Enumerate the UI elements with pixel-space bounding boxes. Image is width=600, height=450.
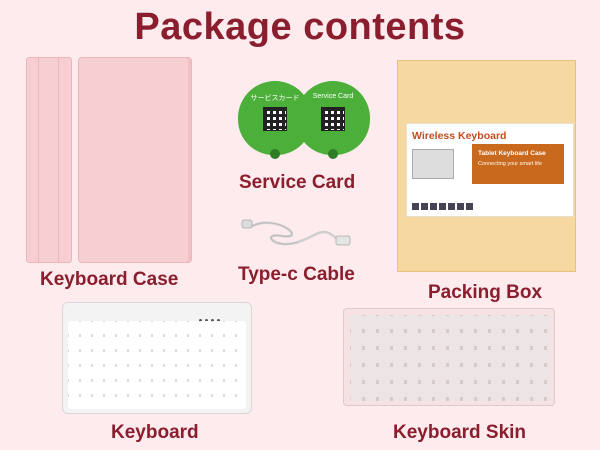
packing-box-label: Packing Box <box>428 282 543 303</box>
keyboard-case-image <box>26 57 192 263</box>
feature-icon <box>430 203 437 210</box>
page-title: Package contents <box>134 6 466 48</box>
feature-icon <box>448 203 455 210</box>
feature-icon <box>412 203 419 210</box>
feature-icon <box>439 203 446 210</box>
skin-keys <box>350 315 550 401</box>
box-panel-title: Tablet Keyboard Case <box>478 150 546 157</box>
packing-box-image: Wireless Keyboard Tablet Keyboard Case C… <box>397 60 576 272</box>
service-card-label: Service Card <box>239 172 356 193</box>
tablet-icon <box>412 149 454 179</box>
feature-icon <box>421 203 428 210</box>
keyboard-case-label: Keyboard Case <box>40 269 179 290</box>
box-feature-icons <box>412 197 475 210</box>
case-spine <box>26 57 72 263</box>
keyboard-image <box>62 302 252 414</box>
keyboard-skin-label: Keyboard Skin <box>393 422 527 443</box>
leaf-card-right: Service Card <box>296 81 370 155</box>
leaf-stem-icon <box>328 149 338 159</box>
box-brand-text: Wireless Keyboard <box>412 130 507 142</box>
qr-code-icon <box>263 107 287 131</box>
leaf-stem-icon <box>270 149 280 159</box>
case-cover <box>78 57 192 263</box>
case-fold-line <box>38 57 39 263</box>
keyboard-label: Keyboard <box>111 422 199 443</box>
keyboard-indicator-icon <box>199 309 223 327</box>
box-panel-subtitle: Connecting your smart life <box>478 161 542 167</box>
card-text-right: Service Card <box>312 93 354 100</box>
card-text-left: サービスカード <box>250 95 300 102</box>
feature-icon <box>466 203 473 210</box>
keyboard-skin-image <box>343 308 555 406</box>
type-c-cable-label: Type-c Cable <box>238 264 355 285</box>
box-orange-panel: Tablet Keyboard Case Connecting your sma… <box>472 144 564 184</box>
feature-icon <box>457 203 464 210</box>
keyboard-keys <box>68 321 246 409</box>
qr-code-icon <box>321 107 345 131</box>
type-c-cable-image <box>241 219 351 246</box>
case-fold-line <box>58 57 59 263</box>
